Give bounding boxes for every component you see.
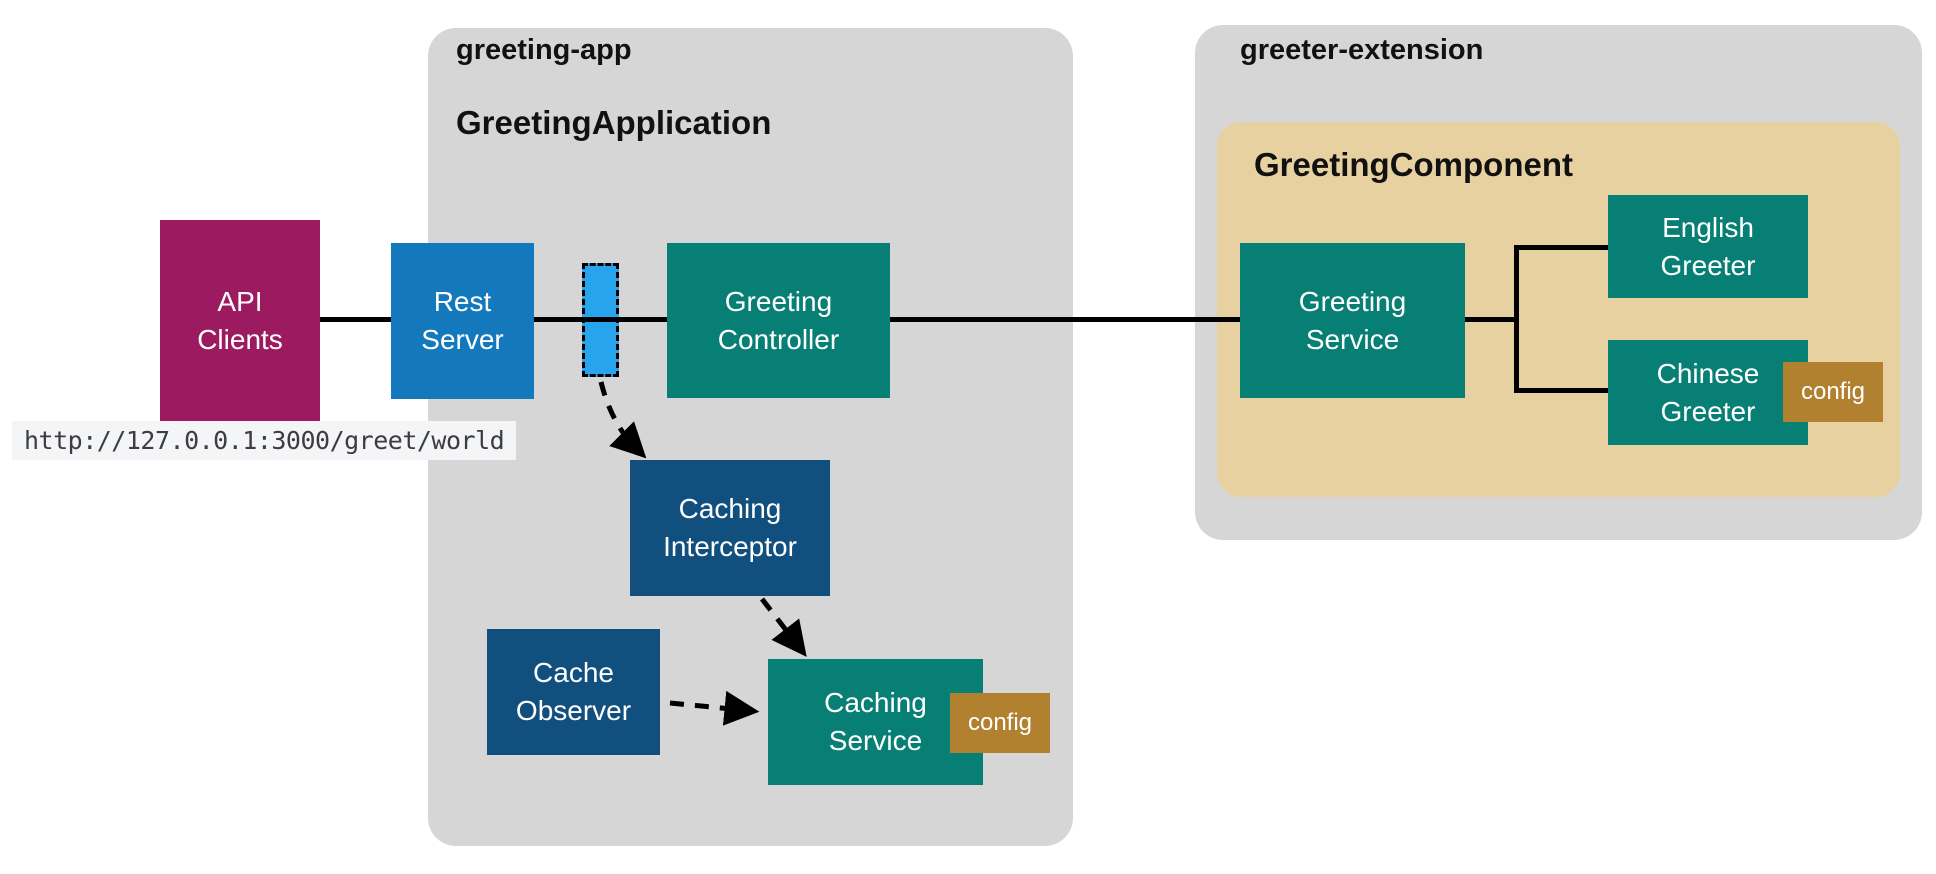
node-rest-server: Rest Server (391, 243, 534, 399)
edge-greeting-controller-greeting-service (890, 317, 1240, 322)
greeter-extension-title: greeter-extension (1240, 34, 1484, 66)
node-caching-interceptor: Caching Interceptor (630, 460, 830, 596)
edge-greeting-service-fork (1465, 317, 1519, 322)
edge-api-clients-rest-server (320, 317, 392, 322)
greeting-application-title: GreetingApplication (456, 104, 772, 141)
node-cache-observer: Cache Observer (487, 629, 660, 755)
node-english-greeter: English Greeter (1608, 195, 1808, 298)
edge-fork-vertical (1514, 245, 1519, 393)
request-url-label: http://127.0.0.1:3000/greet/world (12, 421, 517, 460)
edge-rest-server-greeting-controller (534, 317, 667, 322)
edge-fork-chinese-greeter (1514, 388, 1608, 393)
node-chinese-greeter: Chinese Greeter (1608, 340, 1808, 445)
node-api-clients: API Clients (160, 220, 320, 421)
node-greeting-controller: Greeting Controller (667, 243, 890, 398)
greeting-component-title: GreetingComponent (1254, 146, 1573, 183)
node-greeting-service: Greeting Service (1240, 243, 1465, 398)
greeting-app-title: greeting-app (456, 34, 632, 66)
edge-fork-english-greeter (1514, 245, 1608, 250)
config-badge-caching-service: config (950, 693, 1050, 753)
node-caching-service: Caching Service (768, 659, 983, 785)
config-badge-chinese-greeter: config (1783, 362, 1883, 422)
